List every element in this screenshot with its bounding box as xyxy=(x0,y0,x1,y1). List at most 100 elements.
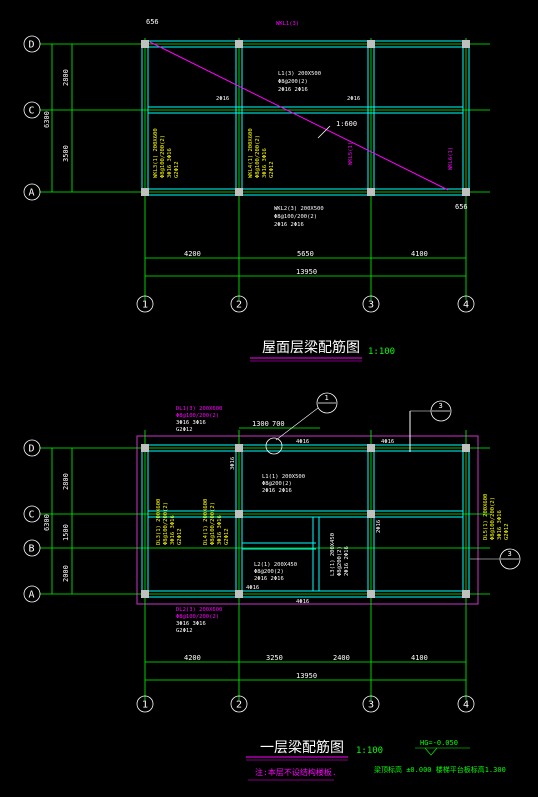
first-top-left-label: DL1(3) 200X600 Φ8@100/200(2) 3Φ16 3Φ16 G… xyxy=(176,406,222,433)
svg-text:G2Φ12: G2Φ12 xyxy=(504,523,510,540)
first-plan-scale: 1:100 xyxy=(356,746,383,756)
svg-text:3Φ16 3Φ16: 3Φ16 3Φ16 xyxy=(167,148,173,178)
roof-mid-vert-label: WKL4(1) 200X600 Φ8@100/200(2) 3Φ16 3Φ16 … xyxy=(248,128,275,178)
roof-axis-lines xyxy=(40,38,490,300)
section-mark-1: 1 xyxy=(265,392,338,455)
roof-mid-beam-label: L1(3) 200X500 Φ8@200(2) 2Φ16 2Φ16 xyxy=(278,71,321,93)
first-L3-label: L3(1) 200X450 Φ8@200(2) 2Φ16 2Φ16 xyxy=(330,533,350,576)
roof-dim-left-2: 3500 xyxy=(62,145,70,162)
first-plan-note: 注:本层不设结构楼板. xyxy=(255,767,337,777)
roof-axis-D: D xyxy=(29,40,35,51)
svg-text:3Φ16 3Φ16: 3Φ16 3Φ16 xyxy=(217,515,223,545)
svg-text:WKL4(1) 200X600: WKL4(1) 200X600 xyxy=(248,128,254,178)
svg-text:G2Φ12: G2Φ12 xyxy=(176,427,193,433)
roof-slope-label: 1:600 xyxy=(336,120,357,128)
first-dim-left-total: 6300 xyxy=(43,514,51,531)
roof-columns xyxy=(141,40,470,196)
first-rebar-e: 2Φ16 xyxy=(376,520,382,533)
slope-arrow xyxy=(317,125,331,139)
first-dim-1: 4200 xyxy=(184,654,201,662)
first-axis-2: 2 xyxy=(236,700,242,711)
svg-text:Φ8@100/200(2): Φ8@100/200(2) xyxy=(160,135,166,178)
svg-text:L2(1) 200X450: L2(1) 200X450 xyxy=(254,562,297,568)
svg-text:DL2(3) 200X600: DL2(3) 200X600 xyxy=(176,607,222,613)
svg-text:Φ8@100/200(2): Φ8@100/200(2) xyxy=(210,502,216,545)
first-row-axes: D C B A xyxy=(23,439,41,603)
roof-dim-top-cant: 656 xyxy=(146,18,159,26)
svg-text:DL3(1) 200X600: DL3(1) 200X600 xyxy=(156,499,162,545)
roof-left-vert-label: WKL3(1) 200X600 Φ8@100/200(2) 3Φ16 3Φ16 … xyxy=(153,128,180,178)
first-L1-label: L1(1) 200X500 Φ8@200(2) 2Φ16 2Φ16 xyxy=(262,474,305,494)
first-rebar-d: 4Φ16 xyxy=(296,599,309,605)
first-beams xyxy=(141,444,470,598)
first-dim-top-1: 1300 xyxy=(252,420,269,428)
svg-text:2Φ16 2Φ16: 2Φ16 2Φ16 xyxy=(344,546,350,576)
svg-text:3Φ16 3Φ16: 3Φ16 3Φ16 xyxy=(170,515,176,545)
svg-text:Φ8@200(2): Φ8@200(2) xyxy=(254,569,284,575)
first-dim-left-3: 2000 xyxy=(62,565,70,582)
roof-plan-title: 屋面层梁配筋图 xyxy=(262,339,360,356)
roof-axis-3: 3 xyxy=(368,300,374,311)
roof-dim-left-1: 2800 xyxy=(62,69,70,86)
svg-text:Φ8@200(2): Φ8@200(2) xyxy=(337,546,343,576)
roof-rebar-left: 2Φ16 xyxy=(216,96,229,102)
svg-text:L3(1) 200X450: L3(1) 200X450 xyxy=(330,533,336,576)
roof-row-axes: D C A xyxy=(23,35,41,201)
first-plan-title: 一层梁配筋图 xyxy=(260,739,344,756)
first-dim-left-1: 2800 xyxy=(62,473,70,490)
roof-dim-3: 4100 xyxy=(411,250,428,258)
svg-text:3Φ16 3Φ16: 3Φ16 3Φ16 xyxy=(262,148,268,178)
svg-text:3: 3 xyxy=(439,402,443,410)
first-floor-plan: D C B A 1 2 3 4 1 3 xyxy=(23,392,521,781)
svg-text:3Φ16 3Φ16: 3Φ16 3Φ16 xyxy=(176,621,206,627)
level-triangle xyxy=(424,747,438,756)
roof-dim-2: 5650 xyxy=(297,250,314,258)
section-mark-3b: 3 xyxy=(470,548,521,570)
roof-axis-A: A xyxy=(29,188,35,199)
first-axis-1: 1 xyxy=(142,700,148,711)
first-right-vert-label: DL5(1) 200X600 Φ8@100/200(2) 3Φ16 3Φ16 G… xyxy=(483,494,510,540)
first-dim-2: 3250 xyxy=(266,654,283,662)
svg-text:WKL3(1) 200X600: WKL3(1) 200X600 xyxy=(153,128,159,178)
svg-text:2Φ16 2Φ16: 2Φ16 2Φ16 xyxy=(274,222,304,228)
first-axis-D: D xyxy=(29,444,35,455)
first-col-axes: 1 2 3 4 xyxy=(136,695,475,713)
first-dim-total: 13950 xyxy=(296,672,317,680)
first-dim-4: 4100 xyxy=(411,654,428,662)
svg-text:G2Φ12: G2Φ12 xyxy=(174,161,180,178)
roof-small-label-1: WKL5(1) xyxy=(348,142,354,165)
svg-text:DL5(1) 200X600: DL5(1) 200X600 xyxy=(483,494,489,540)
svg-text:Φ8@100/200(2): Φ8@100/200(2) xyxy=(255,135,261,178)
roof-plan-scale: 1:100 xyxy=(368,347,395,357)
first-rebar-a: 3Φ16 xyxy=(230,457,236,470)
roof-top-beam-mark: WKL1(3) xyxy=(276,21,299,27)
svg-text:G2Φ12: G2Φ12 xyxy=(269,161,275,178)
first-L2-label: L2(1) 200X450 Φ8@200(2) 2Φ16 2Φ16 xyxy=(254,562,297,582)
svg-text:DL4(1) 200X600: DL4(1) 200X600 xyxy=(203,499,209,545)
first-axis-C: C xyxy=(29,510,35,521)
roof-beams xyxy=(141,40,470,196)
level-note: 梁顶标高 ±0.000 楼梯平台板标高1.300 xyxy=(374,765,506,774)
first-columns xyxy=(141,444,470,598)
roof-axis-4: 4 xyxy=(463,300,469,311)
level-label: HG=-0.050 xyxy=(420,739,458,747)
svg-text:Φ8@100/200(2): Φ8@100/200(2) xyxy=(176,614,219,620)
svg-text:Φ8@200(2): Φ8@200(2) xyxy=(278,79,308,85)
svg-text:L1(1) 200X500: L1(1) 200X500 xyxy=(262,474,305,480)
roof-axis-C: C xyxy=(29,106,35,117)
svg-text:WKL2(3) 200X500: WKL2(3) 200X500 xyxy=(274,206,324,212)
first-left-vert-label: DL3(1) 200X600 Φ8@100/200(2) 3Φ16 3Φ16 G… xyxy=(156,499,183,545)
svg-text:Φ8@100/200(2): Φ8@100/200(2) xyxy=(176,413,219,419)
first-outline xyxy=(136,435,479,605)
first-axis-3: 3 xyxy=(368,700,374,711)
roof-rebar-right: 2Φ16 xyxy=(347,96,360,102)
first-dim-top-2: 700 xyxy=(272,420,285,428)
roof-bottom-beam-label: WKL2(3) 200X500 Φ8@100/200(2) 2Φ16 2Φ16 xyxy=(274,206,324,228)
svg-text:2Φ16 2Φ16: 2Φ16 2Φ16 xyxy=(262,488,292,494)
svg-text:G2Φ12: G2Φ12 xyxy=(224,528,230,545)
roof-dim-left-total: 6300 xyxy=(43,111,51,128)
roof-col-axes: 1 2 3 4 xyxy=(136,295,475,313)
first-rebar-b: 4Φ16 xyxy=(296,439,309,445)
svg-text:Φ8@100/200(2): Φ8@100/200(2) xyxy=(163,502,169,545)
